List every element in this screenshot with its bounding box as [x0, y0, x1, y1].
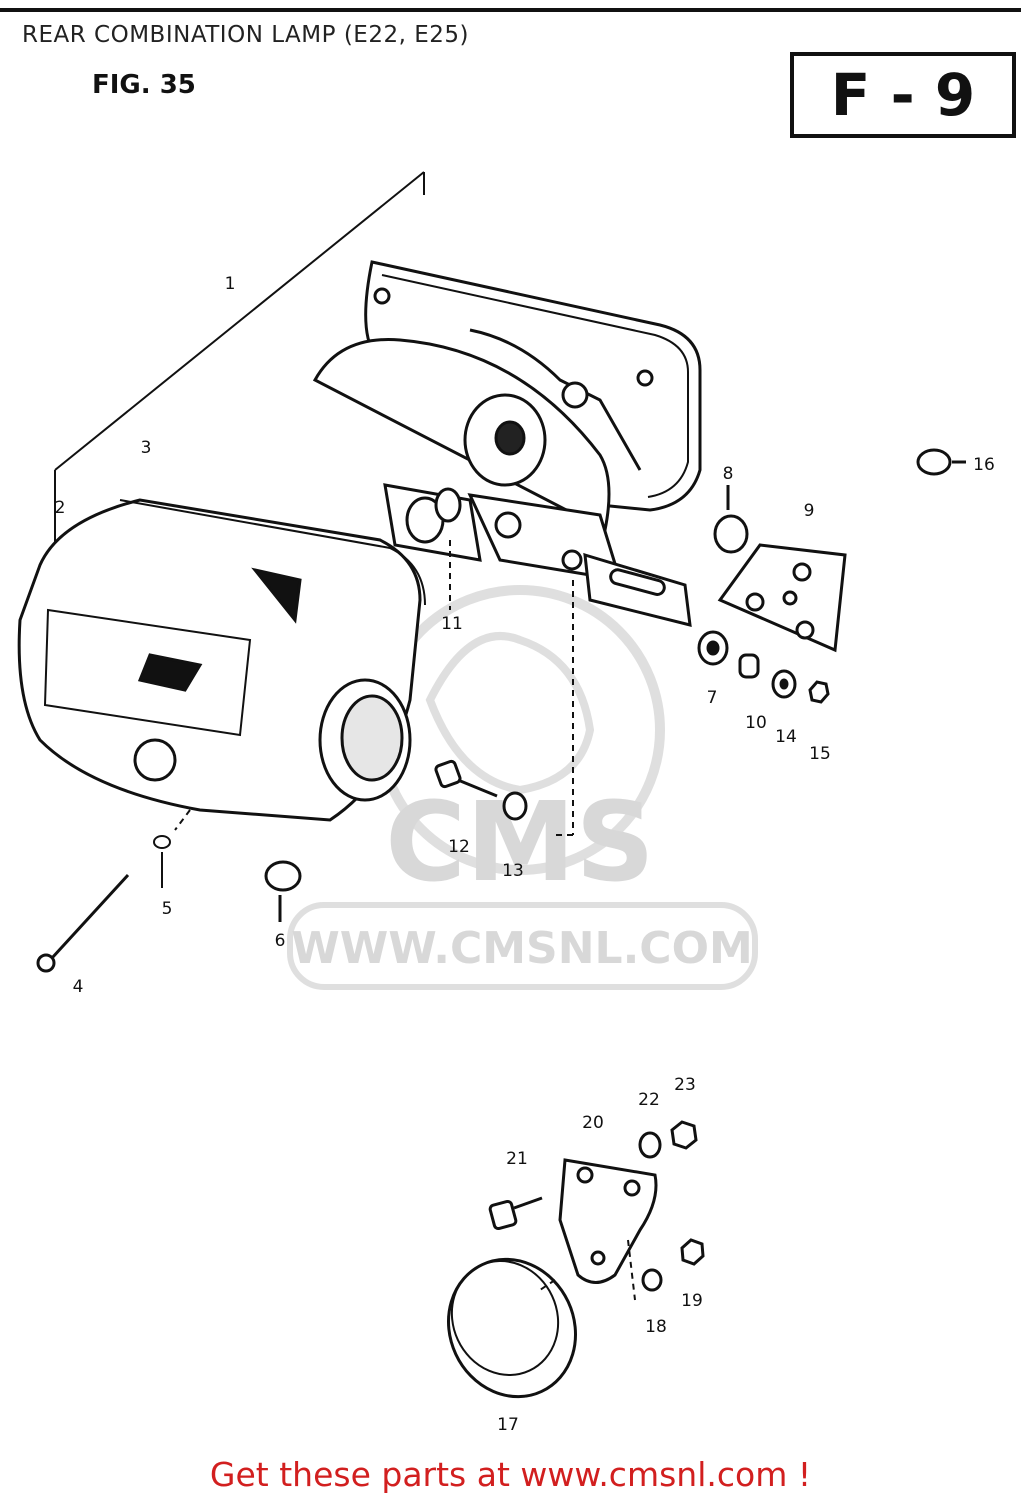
callout-13: 13 [502, 861, 524, 881]
bolt-21 [488, 1196, 543, 1231]
watermark-logo: CMS WWW.CMSNL.COM [287, 585, 758, 990]
callout-11: 11 [441, 614, 463, 634]
page-title: REAR COMBINATION LAMP (E22, E25) [22, 22, 469, 48]
bracket-20 [558, 1158, 658, 1284]
callout-2: 2 [55, 498, 66, 518]
callout-20: 20 [582, 1113, 604, 1133]
callout-5: 5 [162, 899, 173, 919]
callout-21: 21 [506, 1149, 528, 1169]
callout-12: 12 [448, 837, 470, 857]
nut-19 [680, 1238, 705, 1266]
callout-8: 8 [723, 464, 734, 484]
callout-23: 23 [674, 1075, 696, 1095]
callout-16: 16 [973, 455, 995, 475]
license-bracket [583, 552, 692, 627]
washer-22 [638, 1131, 662, 1159]
callout-10: 10 [745, 713, 767, 733]
callout-19: 19 [681, 1291, 703, 1311]
washer-13 [502, 791, 528, 821]
callout-17: 17 [497, 1415, 519, 1435]
callout-9: 9 [804, 501, 815, 521]
leader-lines [174, 540, 574, 836]
collar-7 [697, 630, 729, 666]
lamp-lens [17, 498, 426, 822]
callout-6: 6 [275, 931, 286, 951]
nut-23 [670, 1120, 698, 1150]
figure-number: FIG. 35 [92, 70, 196, 100]
callout-14: 14 [775, 727, 797, 747]
callout-labels: 1 2 3 4 5 6 7 8 9 10 11 12 13 14 15 16 1… [55, 274, 995, 1435]
callout-1: 1 [225, 274, 236, 294]
callout-15: 15 [809, 744, 831, 764]
cushion-8 [713, 485, 749, 554]
grommet-16 [916, 448, 966, 476]
leader-lines-lower [539, 1239, 636, 1301]
washer-18 [641, 1268, 663, 1292]
screw-4 [36, 873, 130, 973]
bolt-12 [434, 759, 498, 798]
section-code-box: F - 9 [790, 52, 1016, 138]
callout-3: 3 [141, 438, 152, 458]
bulb-socket [383, 483, 623, 582]
top-border-line [0, 8, 1021, 12]
section-code: F - 9 [830, 61, 976, 129]
callout-4: 4 [73, 977, 84, 997]
reflector-17 [446, 1257, 578, 1399]
callout-18: 18 [645, 1317, 667, 1337]
washer-14 [771, 669, 797, 699]
watermark-url-text: WWW.CMSNL.COM [291, 923, 753, 974]
spacer-10 [738, 653, 760, 679]
washer-5 [153, 835, 171, 888]
cap-6 [264, 860, 302, 922]
footer-link-text[interactable]: Get these parts at www.cmsnl.com ! [209, 1455, 812, 1494]
plate-9 [717, 543, 847, 653]
reflector [312, 338, 611, 533]
lamp-base-plate [364, 260, 702, 512]
callout-22: 22 [638, 1090, 660, 1110]
nut-15 [808, 680, 830, 704]
callout-7: 7 [707, 688, 718, 708]
